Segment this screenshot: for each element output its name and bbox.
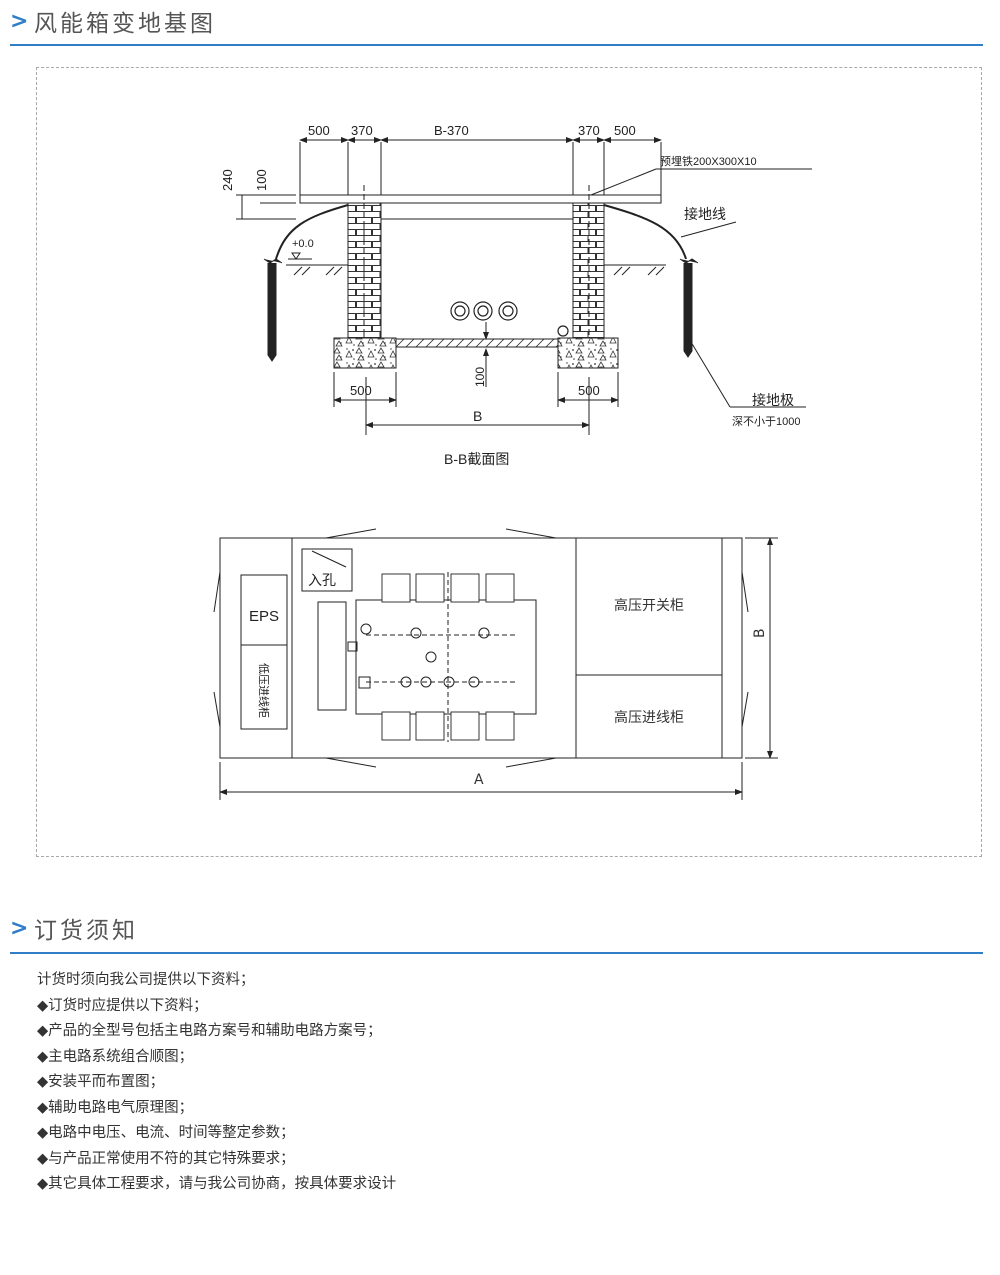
dim-500-bottom-left: 500 — [350, 383, 372, 398]
ordering-notes: 计货时须向我公司提供以下资料； ◆订货时应提供以下资料； ◆产品的全型号包括主电… — [37, 968, 977, 1198]
dim-500-bottom-right: 500 — [578, 383, 600, 398]
dim-b-section: B — [473, 408, 482, 424]
note-intro: 计货时须向我公司提供以下资料； — [37, 972, 255, 988]
label-ground-wire: 接地线 — [684, 206, 726, 222]
note-item: ◆订货时应提供以下资料； — [37, 997, 208, 1014]
plan-view: EPS 低压进线柜 入孔 — [213, 528, 749, 768]
section-header-foundation: > 风能箱变地基图 — [10, 6, 216, 38]
label-ground-pole: 接地极 — [752, 392, 794, 408]
label-lv-cabinet: 低压进线柜 — [257, 663, 271, 718]
note-item: ◆其它具体工程要求，请与我公司协商，按具体要求设计 — [37, 1176, 397, 1192]
section-view: 500 370 B-370 370 500 240 100 预埋铁200X300… — [220, 123, 812, 467]
chevron-right-icon: > — [10, 915, 29, 941]
dim-a-plan: A — [474, 772, 484, 788]
caption-section: B-B截面图 — [444, 451, 509, 467]
note-item: ◆主电路系统组合顺图； — [37, 1048, 194, 1065]
dim-240: 240 — [220, 169, 235, 191]
dim-100-mid: 100 — [473, 367, 487, 387]
section-header-ordering: > 订货须知 — [10, 913, 138, 945]
dim-370-right: 370 — [578, 123, 600, 138]
section-divider — [10, 952, 983, 954]
drawing-frame — [36, 67, 982, 857]
dim-500-right: 500 — [614, 123, 636, 138]
label-level: +0.0 — [292, 238, 314, 250]
dim-100-left: 100 — [254, 169, 269, 191]
foundation-drawing: 500 370 B-370 370 500 240 100 预埋铁200X300… — [213, 123, 812, 768]
note-item: ◆电路中电压、电流、时间等整定参数； — [37, 1125, 295, 1141]
chevron-right-icon: > — [10, 8, 29, 34]
section-title-foundation: 风能箱变地基图 — [34, 11, 216, 37]
dim-500-left: 500 — [308, 123, 330, 138]
dim-370-left: 370 — [351, 123, 373, 138]
label-manhole: 入孔 — [308, 572, 336, 588]
label-eps: EPS — [249, 608, 279, 625]
label-hv-incoming-cabinet: 高压进线柜 — [614, 709, 684, 726]
dim-b-370: B-370 — [434, 123, 469, 138]
section-title-ordering: 订货须知 — [34, 918, 138, 944]
label-depth: 深不小于1000 — [732, 415, 800, 428]
note-item: ◆与产品正常使用不符的其它特殊要求； — [37, 1150, 295, 1167]
section-divider — [10, 44, 983, 46]
dim-b-plan: B — [752, 628, 768, 638]
note-item: ◆辅助电路电气原理图； — [37, 1099, 194, 1116]
note-item: ◆产品的全型号包括主电路方案号和辅助电路方案号； — [37, 1023, 382, 1039]
note-item: ◆安装平而布置图； — [37, 1074, 165, 1090]
label-hv-switch-cabinet: 高压开关柜 — [614, 597, 684, 614]
label-embedded-iron: 预埋铁200X300X10 — [660, 155, 757, 168]
